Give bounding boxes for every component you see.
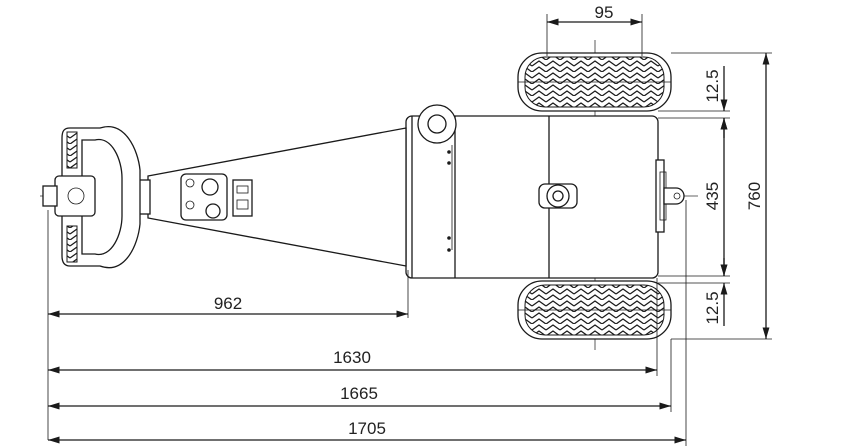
dimension-95: 95 (546, 3, 643, 56)
dimension-760: 760 (745, 53, 770, 339)
dim-label-95: 95 (595, 3, 614, 22)
dimension-12-5-top: 12.5 (703, 66, 728, 138)
bottom-wheel (517, 280, 672, 340)
dim-label-1630: 1630 (333, 348, 371, 367)
center-pivot (538, 183, 578, 209)
dim-label-962: 962 (214, 294, 242, 313)
dimension-12-5-bottom: 12.5 (703, 258, 728, 326)
tiller-cone (120, 127, 407, 267)
dim-label-760: 760 (745, 182, 764, 210)
dimension-435: 435 (703, 117, 728, 276)
dim-label-435: 435 (703, 182, 722, 210)
dim-label-12-5-bottom: 12.5 (703, 291, 722, 324)
handle (42, 126, 141, 269)
top-boss (417, 104, 457, 144)
rear-hitch (663, 187, 685, 205)
dimension-962: 962 (47, 210, 409, 440)
top-wheel (517, 52, 672, 112)
dimension-1630: 1630 (48, 278, 658, 376)
dim-label-12-5-top: 12.5 (703, 69, 722, 102)
dim-label-1705: 1705 (348, 419, 386, 438)
dimension-1705: 1705 (48, 200, 687, 446)
dim-label-1665: 1665 (340, 384, 378, 403)
dimension-1665: 1665 (48, 339, 672, 412)
